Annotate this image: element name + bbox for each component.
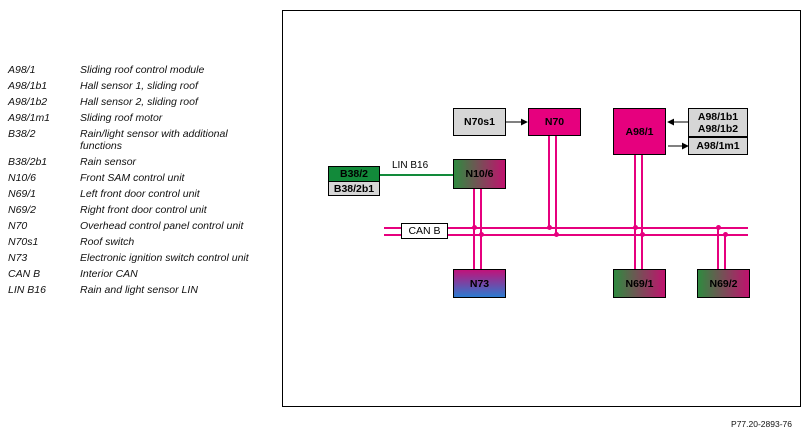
can-bus-line-2 — [384, 234, 748, 236]
wire-a98-2 — [641, 155, 643, 270]
legend-row: N69/1 Left front door control unit — [8, 188, 270, 200]
legend-code: N70 — [8, 220, 28, 232]
legend-desc: Sliding roof motor — [80, 112, 163, 124]
wire-a98-1 — [634, 155, 636, 270]
n70s1-box: N70s1 — [453, 108, 506, 136]
legend-desc: Front SAM control unit — [80, 172, 185, 184]
legend-desc: Rain/light sensor with additional functi… — [80, 128, 228, 152]
legend-row: B38/2b1 Rain sensor — [8, 156, 270, 168]
lin-wire — [380, 174, 453, 176]
wire-n70-2 — [555, 135, 557, 235]
n70-box: N70 — [528, 108, 581, 136]
wire-n70-1 — [548, 135, 550, 228]
legend-code: N70s1 — [8, 236, 39, 248]
legend-code: A98/1b2 — [8, 96, 48, 108]
lin-label: LIN B16 — [392, 160, 429, 171]
junction-dot — [554, 232, 559, 237]
legend-row: A98/1b2 Hall sensor 2, sliding roof — [8, 96, 270, 108]
diagram-frame — [282, 10, 801, 407]
legend-desc: Hall sensor 1, sliding roof — [80, 80, 198, 92]
legend-desc: Left front door control unit — [80, 188, 200, 200]
junction-dot — [716, 225, 721, 230]
legend-code: B38/2 — [8, 128, 36, 140]
legend-row: B38/2 Rain/light sensor with additional … — [8, 128, 270, 152]
legend-code: N73 — [8, 252, 28, 264]
legend-desc: Electronic ignition switch control unit — [80, 252, 249, 264]
legend-desc: Sliding roof control module — [80, 64, 205, 76]
legend-desc: Rain sensor — [80, 156, 137, 168]
n73-box: N73 — [453, 269, 506, 298]
legend-row: N70s1 Roof switch — [8, 236, 270, 248]
legend-row: N70 Overhead control panel control unit — [8, 220, 270, 232]
can-b-label: CAN B — [401, 223, 448, 239]
b38-2b1-box: B38/2b1 — [328, 181, 380, 196]
legend-row: A98/1m1 Sliding roof motor — [8, 112, 270, 124]
legend-row: N69/2 Right front door control unit — [8, 204, 270, 216]
n10-6-box: N10/6 — [453, 159, 506, 189]
junction-dot — [547, 225, 552, 230]
a98-1m1-box: A98/1m1 — [688, 137, 748, 155]
legend-row: N73 Electronic ignition switch control u… — [8, 252, 270, 264]
legend: A98/1 Sliding roof control module A98/1b… — [8, 64, 270, 300]
legend-code: B38/2b1 — [8, 156, 48, 168]
legend-desc: Roof switch — [80, 236, 135, 248]
wire-n69-2-1 — [717, 227, 719, 270]
legend-desc: Rain and light sensor LIN — [80, 284, 198, 296]
legend-desc: Overhead control panel control unit — [80, 220, 244, 232]
n69-1-box: N69/1 — [613, 269, 666, 298]
junction-dot — [479, 232, 484, 237]
legend-desc: Interior CAN — [80, 268, 138, 280]
junction-dot — [472, 225, 477, 230]
legend-row: CAN B Interior CAN — [8, 268, 270, 280]
wire-n69-2-2 — [724, 234, 726, 270]
junction-dot — [640, 232, 645, 237]
legend-row: A98/1 Sliding roof control module — [8, 64, 270, 76]
reference-code: P77.20-2893-76 — [731, 419, 792, 429]
a98-1b-box: A98/1b1 A98/1b2 — [688, 108, 748, 137]
legend-desc: Right front door control unit — [80, 204, 207, 216]
legend-row: N10/6 Front SAM control unit — [8, 172, 270, 184]
n69-2-box: N69/2 — [697, 269, 750, 298]
junction-dot — [633, 225, 638, 230]
legend-row: A98/1b1 Hall sensor 1, sliding roof — [8, 80, 270, 92]
a98-1b1-label: A98/1b1 — [697, 110, 739, 123]
legend-row: LIN B16 Rain and light sensor LIN — [8, 284, 270, 296]
legend-code: N69/1 — [8, 188, 37, 200]
legend-code: A98/1b1 — [8, 80, 48, 92]
legend-code: A98/1 — [8, 64, 36, 76]
legend-code: A98/1m1 — [8, 112, 51, 124]
b38-2-box: B38/2 — [328, 166, 380, 182]
can-bus-line-1 — [384, 227, 748, 229]
a98-1b2-label: A98/1b2 — [697, 122, 739, 135]
junction-dot — [723, 232, 728, 237]
wire-n10-2 — [480, 189, 482, 269]
legend-code: N10/6 — [8, 172, 37, 184]
legend-code: CAN B — [8, 268, 41, 280]
legend-code: LIN B16 — [8, 284, 46, 296]
legend-desc: Hall sensor 2, sliding roof — [80, 96, 198, 108]
legend-code: N69/2 — [8, 204, 37, 216]
a98-1-box: A98/1 — [613, 108, 666, 155]
